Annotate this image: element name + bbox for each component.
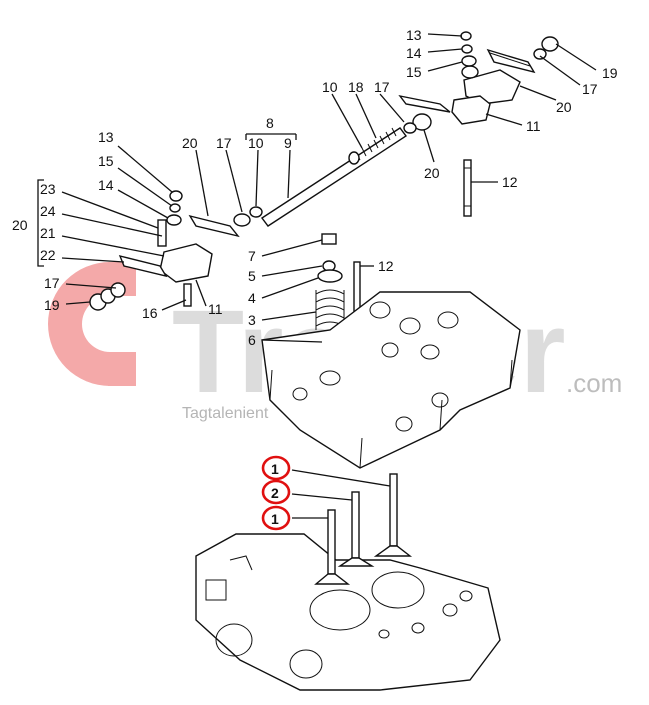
leader-lines: [37, 33, 597, 519]
highlight-ring-valve-1-upper: [261, 455, 291, 481]
callout-24: 24: [40, 203, 56, 219]
callout-14-front: 14: [98, 177, 114, 193]
callout-15-rear: 15: [406, 64, 422, 80]
valve-spring-stack: [315, 233, 361, 348]
callout-17-rear: 17: [582, 81, 598, 97]
callout-10-rear: 10: [322, 79, 338, 95]
callout-valve-1-upper: 1: [271, 461, 279, 477]
rocker-shaft: [260, 127, 408, 227]
callout-17-washer: 17: [44, 275, 60, 291]
callout-19-washer: 19: [44, 297, 60, 313]
callout-11-front: 11: [208, 301, 223, 317]
callout-15-front: 15: [98, 153, 114, 169]
callout-5: 5: [248, 268, 256, 284]
callout-20-bracket: 20: [12, 217, 28, 233]
callout-12-front: 12: [378, 258, 394, 274]
callout-12-rear: 12: [502, 174, 518, 190]
cylinder-head-lower: [195, 533, 501, 691]
callout-13-front: 13: [98, 129, 114, 145]
callout-19-rear: 19: [602, 65, 618, 81]
callout-20-rear: 20: [556, 99, 572, 115]
callout-16: 16: [142, 305, 158, 321]
highlight-ring-valve-2: [261, 479, 291, 505]
callout-14-rear: 14: [406, 45, 422, 61]
callout-10-front: 10: [248, 135, 264, 151]
callout-20-shaft: 20: [424, 165, 440, 181]
callout-23: 23: [40, 181, 56, 197]
callout-9: 9: [284, 135, 292, 151]
callout-valve-2: 2: [271, 485, 279, 501]
callout-4: 4: [248, 290, 256, 306]
callout-17-front: 17: [216, 135, 232, 151]
watermark-suffix: .com: [566, 368, 622, 398]
callout-21: 21: [40, 225, 56, 241]
valves: [314, 473, 413, 585]
callout-13-rear: 13: [406, 27, 422, 43]
callout-18: 18: [348, 79, 364, 95]
callout-valve-1-lower: 1: [271, 511, 279, 527]
callout-3: 3: [248, 312, 256, 328]
cylinder-head-upper: [261, 291, 521, 469]
trakter-gear-logo: [48, 262, 136, 386]
highlighted-valve-callouts: 1 2 1: [261, 455, 291, 531]
callout-labels: 13 14 15 19 17 20 11 12 10 18 17 20 8 10…: [12, 27, 618, 348]
watermark-tagline: Tagtalenient: [182, 405, 269, 422]
callout-20-front: 20: [182, 135, 198, 151]
callout-11-rear: 11: [526, 118, 541, 134]
highlight-ring-valve-1-lower: [261, 505, 291, 531]
callout-7: 7: [248, 248, 256, 264]
callout-8: 8: [266, 115, 274, 131]
rear-rocker-assembly: [398, 31, 559, 217]
front-rocker-assembly: [89, 190, 263, 311]
callout-22: 22: [40, 247, 56, 263]
callout-6: 6: [248, 332, 256, 348]
callout-17-shaft: 17: [374, 79, 390, 95]
